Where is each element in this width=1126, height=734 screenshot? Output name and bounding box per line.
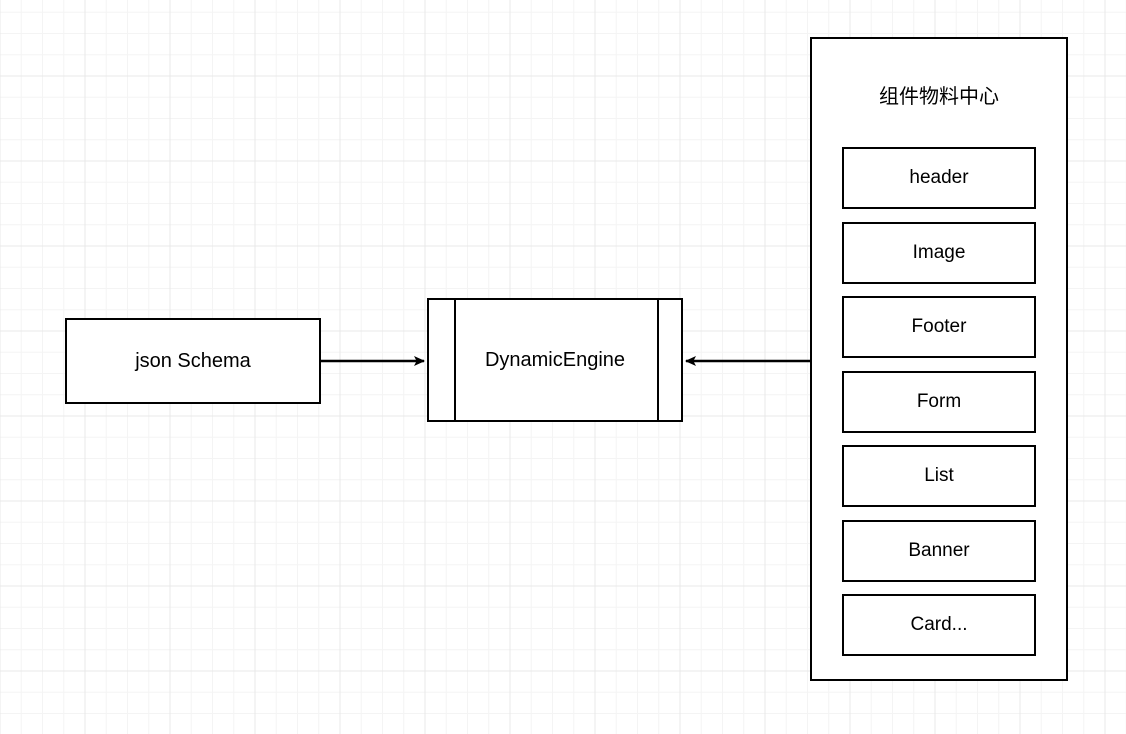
predefined-process-right-bar [657, 298, 659, 422]
component-item-header[interactable]: header [842, 147, 1036, 209]
component-item-banner[interactable]: Banner [842, 519, 1036, 582]
component-list: header Image Footer Form List Banner Car… [842, 147, 1036, 669]
component-item-image[interactable]: Image [842, 221, 1036, 284]
node-dynamic-engine-label: DynamicEngine [484, 348, 626, 371]
node-dynamic-engine[interactable]: DynamicEngine [427, 298, 683, 422]
component-item-list[interactable]: List [842, 445, 1036, 507]
node-json-schema[interactable]: json Schema [65, 318, 321, 404]
node-json-schema-label: json Schema [135, 349, 251, 372]
component-item-card[interactable]: Card... [842, 594, 1036, 656]
material-center-title: 组件物料中心 [879, 85, 999, 108]
component-item-footer[interactable]: Footer [842, 296, 1036, 358]
component-item-form[interactable]: Form [842, 370, 1036, 433]
predefined-process-left-bar [454, 298, 456, 422]
node-material-center-panel[interactable]: 组件物料中心 header Image Footer Form List Ban… [810, 37, 1068, 681]
